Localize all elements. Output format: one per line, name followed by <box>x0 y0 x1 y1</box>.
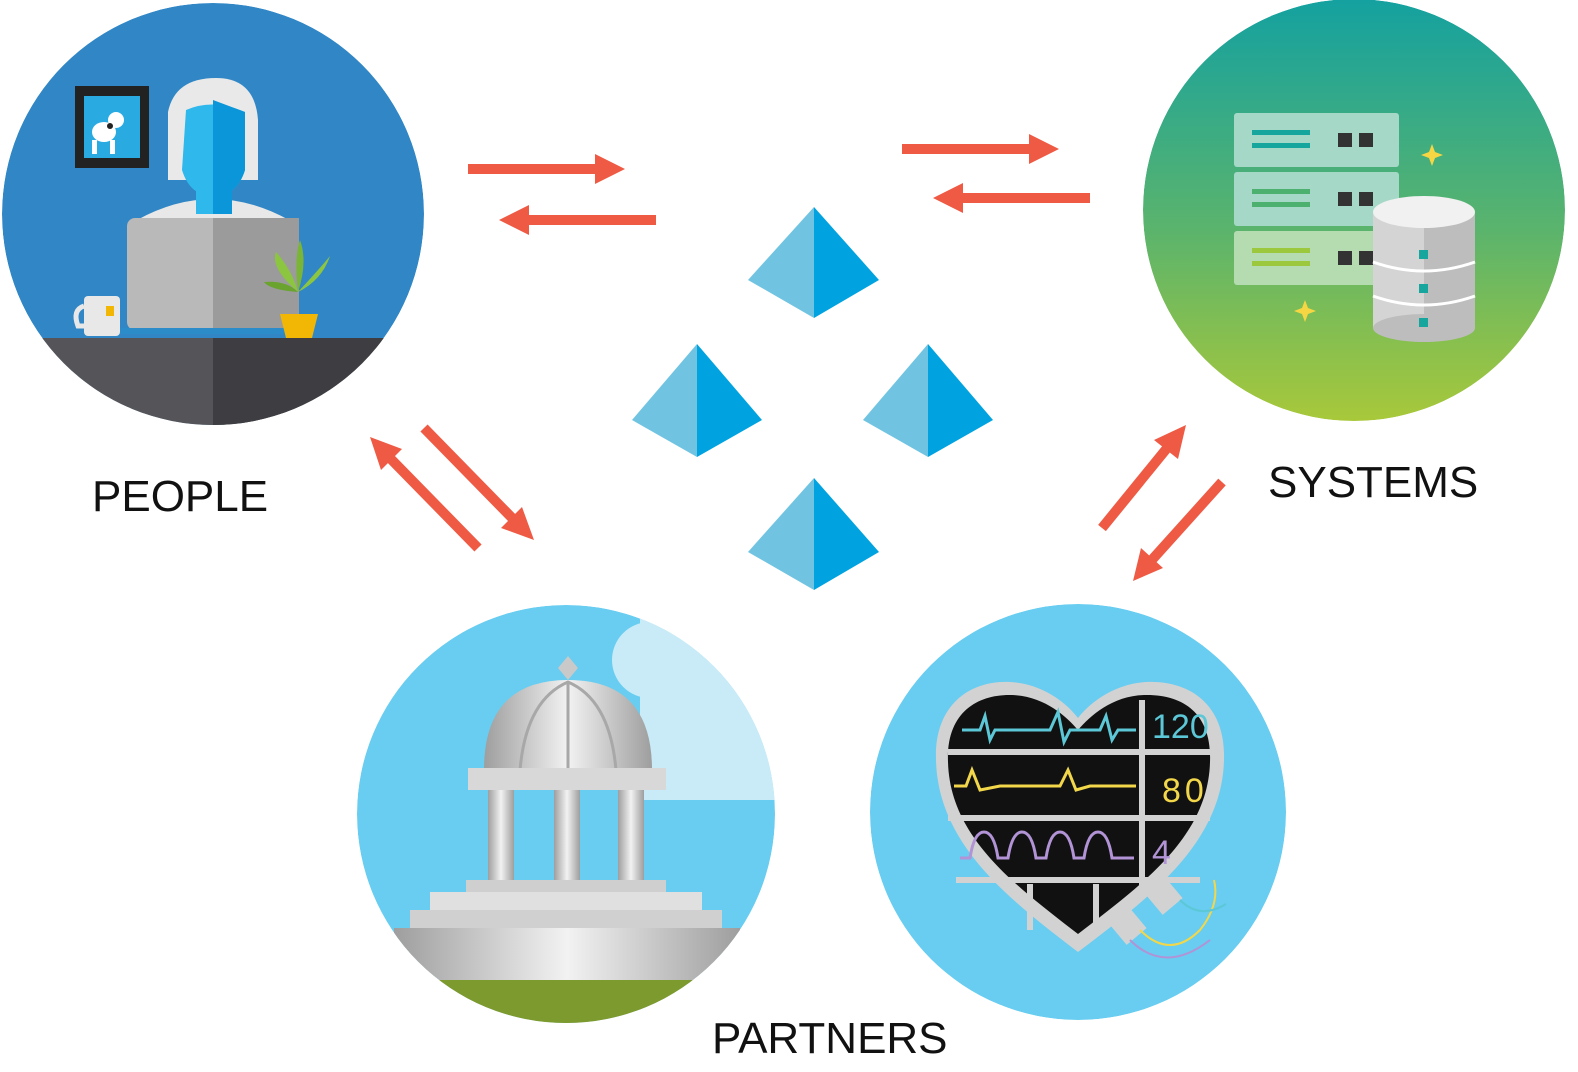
pyramid-icon <box>632 344 762 457</box>
arrow-people-to-partners <box>420 424 520 526</box>
laptop-icon <box>118 218 308 334</box>
heart-monitor-circle: 120 80 4 <box>870 604 1286 1020</box>
heart-monitor-icon: 120 80 4 <box>935 681 1227 959</box>
mug-icon <box>73 296 120 336</box>
arrow-partners-to-people <box>382 450 482 552</box>
arrow-partners-to-systems <box>1098 438 1176 532</box>
sparkle-icon <box>1294 300 1316 322</box>
arrowhead <box>501 507 534 540</box>
systems-label: SYSTEMS <box>1268 458 1479 507</box>
arrowhead <box>499 205 529 235</box>
arrow-systems-to-partners <box>1146 478 1226 566</box>
plant-icon <box>264 240 330 338</box>
pyramid-icon <box>748 207 879 318</box>
pressure-value: 80 <box>1162 772 1208 810</box>
arrowhead <box>1029 134 1059 164</box>
people-circle <box>2 3 424 425</box>
resp-trace <box>960 830 1134 860</box>
arrowhead <box>370 437 402 470</box>
arrowhead <box>1154 425 1186 459</box>
third-value: 4 <box>1152 834 1171 872</box>
arrowhead <box>1133 548 1163 581</box>
pyramid-icon <box>748 478 879 590</box>
sparkle-icon <box>1421 144 1443 166</box>
pyramid-icon <box>863 344 993 457</box>
arrowhead <box>595 154 625 184</box>
framed-picture-icon <box>75 86 149 168</box>
government-building-icon <box>394 656 740 980</box>
server-rack-icon <box>1234 113 1399 285</box>
ecg-trace <box>962 707 1136 747</box>
database-icon <box>1372 196 1476 342</box>
arrowhead <box>933 183 963 213</box>
partners-label: PARTNERS <box>712 1014 948 1063</box>
heart-rate-value: 120 <box>1152 708 1209 746</box>
people-label: PEOPLE <box>92 472 269 521</box>
systems-circle <box>1143 0 1565 421</box>
government-circle <box>357 605 775 1023</box>
pressure-trace <box>954 765 1136 792</box>
